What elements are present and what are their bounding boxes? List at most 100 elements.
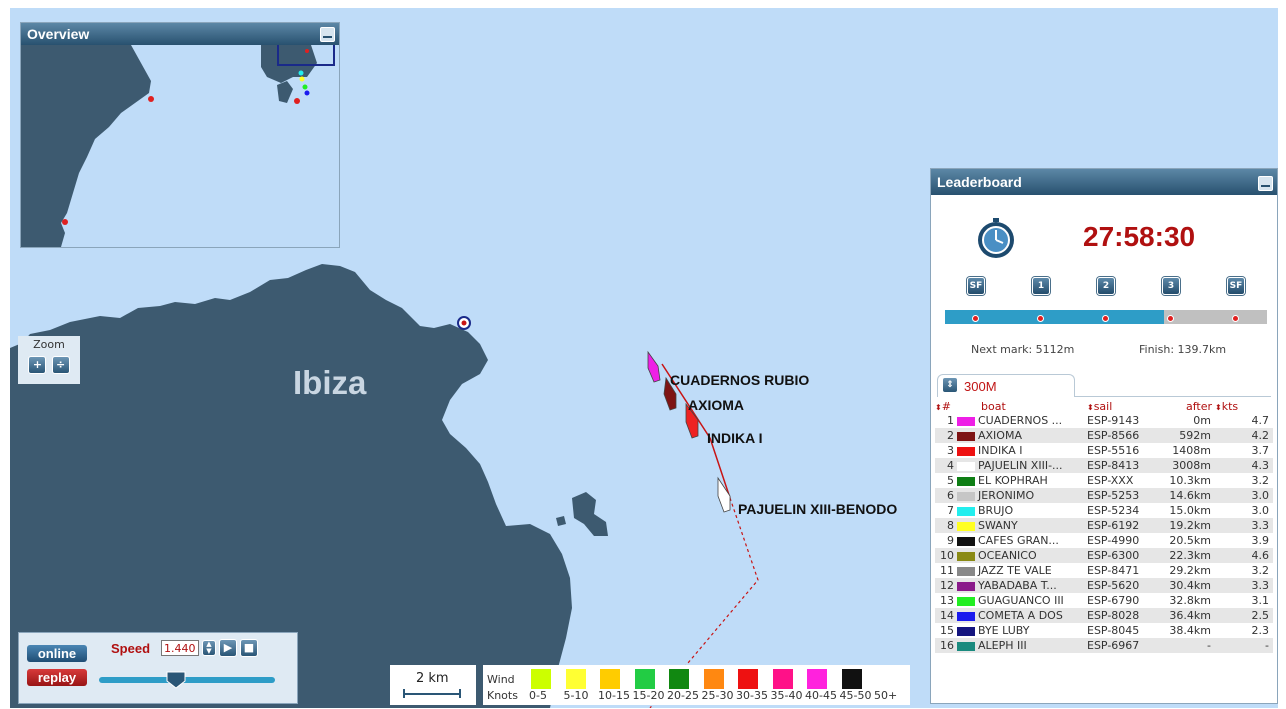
knots-legend-title: Knots: [487, 689, 518, 702]
wind-bin-label: 45-50: [839, 689, 872, 702]
wind-bin-label: 25-30: [701, 689, 734, 702]
play-icon[interactable]: ▶: [219, 639, 237, 657]
overview-minimize-icon[interactable]: [320, 27, 335, 42]
replay-slider[interactable]: [99, 677, 275, 683]
mark-3[interactable]: 3: [1162, 277, 1180, 295]
overview-panel[interactable]: Overview: [20, 22, 340, 248]
boat-label-pajuelin[interactable]: PAJUELIN XIII-BENODO: [738, 501, 898, 517]
boat-label-indika[interactable]: INDIKA I: [707, 430, 763, 446]
wind-bin-label: 0-5: [529, 689, 547, 702]
row-after: 30.4km: [1157, 578, 1215, 593]
row-boat-name: BRUJO: [978, 504, 1014, 517]
wind-bin-label: 30-35: [736, 689, 768, 702]
row-boat-name: YABADABA T...: [978, 579, 1057, 592]
zoom-in-icon[interactable]: +: [28, 355, 47, 374]
zoom-out-icon[interactable]: ÷: [51, 355, 70, 374]
row-after: 10.3km: [1169, 474, 1211, 487]
boat-color-swatch: [957, 446, 975, 456]
boat-color-swatch: [957, 581, 975, 591]
row-kts: 3.7: [1251, 444, 1270, 457]
row-kts: 3.9: [1251, 534, 1270, 547]
replay-controls: online replay Speed 1.440 ▲▼ ▶ ■: [18, 632, 298, 704]
wind-bin-label: 50+: [874, 689, 898, 702]
row-boat: CAFES GRAN...: [957, 533, 1087, 548]
overview-title-bar[interactable]: Overview: [21, 23, 339, 45]
row-boat: SWANY: [957, 518, 1087, 533]
header-boat[interactable]: boat: [981, 399, 1006, 413]
finish-distance: Finish: 139.7km: [1139, 343, 1227, 356]
row-rank: 2: [935, 428, 957, 443]
speed-input[interactable]: 1.440: [161, 640, 199, 656]
speed-stepper-icon[interactable]: ▲▼: [202, 640, 216, 656]
replay-button[interactable]: replay: [27, 669, 87, 686]
wind-color-swatch: [703, 669, 724, 689]
speed-label: Speed: [111, 641, 151, 656]
mark-start[interactable]: SF: [967, 277, 985, 295]
row-sail: ESP-5516: [1087, 444, 1140, 457]
header-after[interactable]: after: [1185, 399, 1212, 413]
row-boat: OCEANICO: [957, 548, 1087, 563]
row-boat-name: COMETA A DOS: [978, 609, 1063, 622]
boat-color-swatch: [957, 626, 975, 636]
wind-bin-label: 40-45: [805, 689, 837, 702]
mark-finish[interactable]: SF: [1227, 277, 1245, 295]
row-rank: 7: [947, 504, 954, 517]
row-after: -: [1157, 638, 1215, 653]
row-boat-name: PAJUELIN XIII-...: [978, 459, 1063, 472]
row-kts: -: [1215, 638, 1273, 653]
boat-icon-pajuelin: [717, 476, 731, 513]
islet-east: [572, 492, 608, 536]
header-rank[interactable]: ⬍#: [935, 399, 951, 413]
row-kts: 3.3: [1215, 518, 1273, 533]
row-boat-name: BYE LUBY: [978, 624, 1030, 637]
row-kts: 3.3: [1215, 578, 1273, 593]
row-boat: JAZZ TE VALE: [957, 563, 1087, 578]
race-progress-fill: [945, 310, 1164, 324]
boat-label-cuadernos[interactable]: CUADERNOS RUBIO: [670, 372, 810, 388]
row-boat-name: AXIOMA: [978, 429, 1022, 442]
row-boat: AXIOMA: [957, 428, 1087, 443]
row-rank: 6: [935, 488, 957, 503]
mark-2[interactable]: 2: [1097, 277, 1115, 295]
boat-icon-indika: [685, 402, 699, 439]
row-boat: YABADABA T...: [957, 578, 1087, 593]
boat-label-axioma[interactable]: AXIOMA: [688, 397, 744, 413]
row-rank: 14: [935, 608, 957, 623]
boat-color-swatch: [957, 521, 975, 531]
row-sail: ESP-9143: [1087, 414, 1140, 427]
row-kts: 4.7: [1251, 414, 1270, 427]
tab-300m-label: 300M: [964, 379, 997, 394]
progress-dot: [1232, 315, 1239, 322]
leaderboard-panel[interactable]: Leaderboard 27:58:30 SF 1 2 3 SF Next ma…: [930, 168, 1278, 704]
row-rank: 10: [935, 548, 957, 563]
tab-300m[interactable]: ⇕ 300M: [937, 374, 1075, 397]
stop-icon[interactable]: ■: [240, 639, 258, 657]
row-sail: ESP-5234: [1087, 504, 1140, 517]
leaderboard-minimize-icon[interactable]: [1258, 176, 1273, 191]
online-button[interactable]: online: [27, 645, 87, 662]
race-timer: 27:58:30: [1083, 221, 1196, 252]
sort-toggle-icon[interactable]: ⇕: [942, 377, 958, 393]
leaderboard-title-bar[interactable]: Leaderboard: [931, 169, 1277, 195]
row-after: 592m: [1157, 428, 1215, 443]
header-sail[interactable]: ⬍sail: [1087, 399, 1113, 413]
mark-1[interactable]: 1: [1032, 277, 1050, 295]
slider-thumb-icon[interactable]: [166, 671, 186, 689]
header-kts[interactable]: ⬍kts: [1215, 399, 1239, 413]
